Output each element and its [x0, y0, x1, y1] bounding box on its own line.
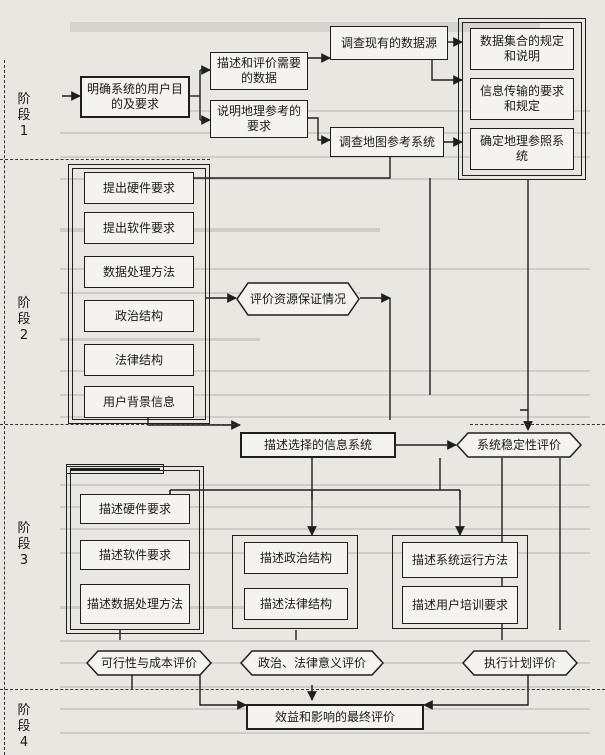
stage3-divider-dummy [66, 464, 164, 474]
execution-plan-evaluation-node: 执行计划评价 [462, 650, 578, 676]
stage-left-dash [4, 60, 5, 755]
stage2-requirements-group [68, 164, 210, 424]
stage-divider-2-3b [470, 424, 605, 425]
describe-evaluate-data-box: 描述和评价需要的数据 [210, 52, 308, 90]
data-methods-box: 数据处理方法 [84, 256, 194, 288]
user-background-box: 用户背景信息 [84, 386, 194, 418]
stage-2-label: 阶 段 2 [17, 296, 31, 343]
final-evaluation-box: 效益和影响的最终评价 [246, 704, 424, 730]
sw-requirements-box: 提出软件要求 [84, 212, 194, 244]
hw-requirements-box: 提出硬件要求 [84, 172, 194, 204]
stability-evaluation-node: 系统稳定性评价 [456, 432, 582, 458]
stage-3-label: 阶 段 3 [17, 521, 31, 568]
describe-political-box: 描述政治结构 [244, 542, 348, 574]
describe-operation-box: 描述系统运行方法 [402, 542, 518, 578]
stage-4-label: 阶 段 4 [17, 703, 31, 750]
survey-ref-system-box: 调查地图参考系统 [330, 127, 444, 157]
describe-selected-system-box: 描述选择的信息系统 [240, 432, 396, 458]
describe-legal-box: 描述法律结构 [244, 588, 348, 620]
info-transfer-box: 信息传输的要求和规定 [470, 78, 574, 120]
stage1-output-group [458, 18, 586, 180]
dataset-rules-box: 数据集合的规定和说明 [470, 28, 574, 70]
stage3-operation-group [392, 535, 528, 629]
stage3-hw-sw-group [66, 466, 204, 634]
political-structure-box: 政治结构 [84, 300, 194, 332]
stage-1-label: 阶 段 1 [17, 92, 31, 139]
stage3-political-group [232, 535, 358, 629]
political-legal-evaluation-node: 政治、法律意义评价 [240, 650, 384, 676]
survey-sources-box: 调查现有的数据源 [330, 26, 448, 60]
describe-data-methods-box: 描述数据处理方法 [80, 584, 190, 624]
stage-divider-3-4 [0, 689, 605, 690]
stage-divider-1-2 [0, 159, 210, 160]
describe-hw-box: 描述硬件要求 [80, 494, 190, 524]
feasibility-cost-node: 可行性与成本评价 [86, 650, 212, 676]
determine-ref-system-box: 确定地理参照系统 [470, 128, 574, 170]
legal-structure-box: 法律结构 [84, 344, 194, 376]
geo-ref-requirements-box: 说明地理参考的要求 [210, 100, 308, 138]
describe-sw-box: 描述软件要求 [80, 540, 190, 570]
clarify-goals-box: 明确系统的用户目的及要求 [80, 76, 190, 118]
evaluate-resources-node: 评价资源保证情况 [236, 282, 360, 316]
stage-divider-2-3a [0, 424, 240, 425]
describe-training-box: 描述用户培训要求 [402, 586, 518, 624]
